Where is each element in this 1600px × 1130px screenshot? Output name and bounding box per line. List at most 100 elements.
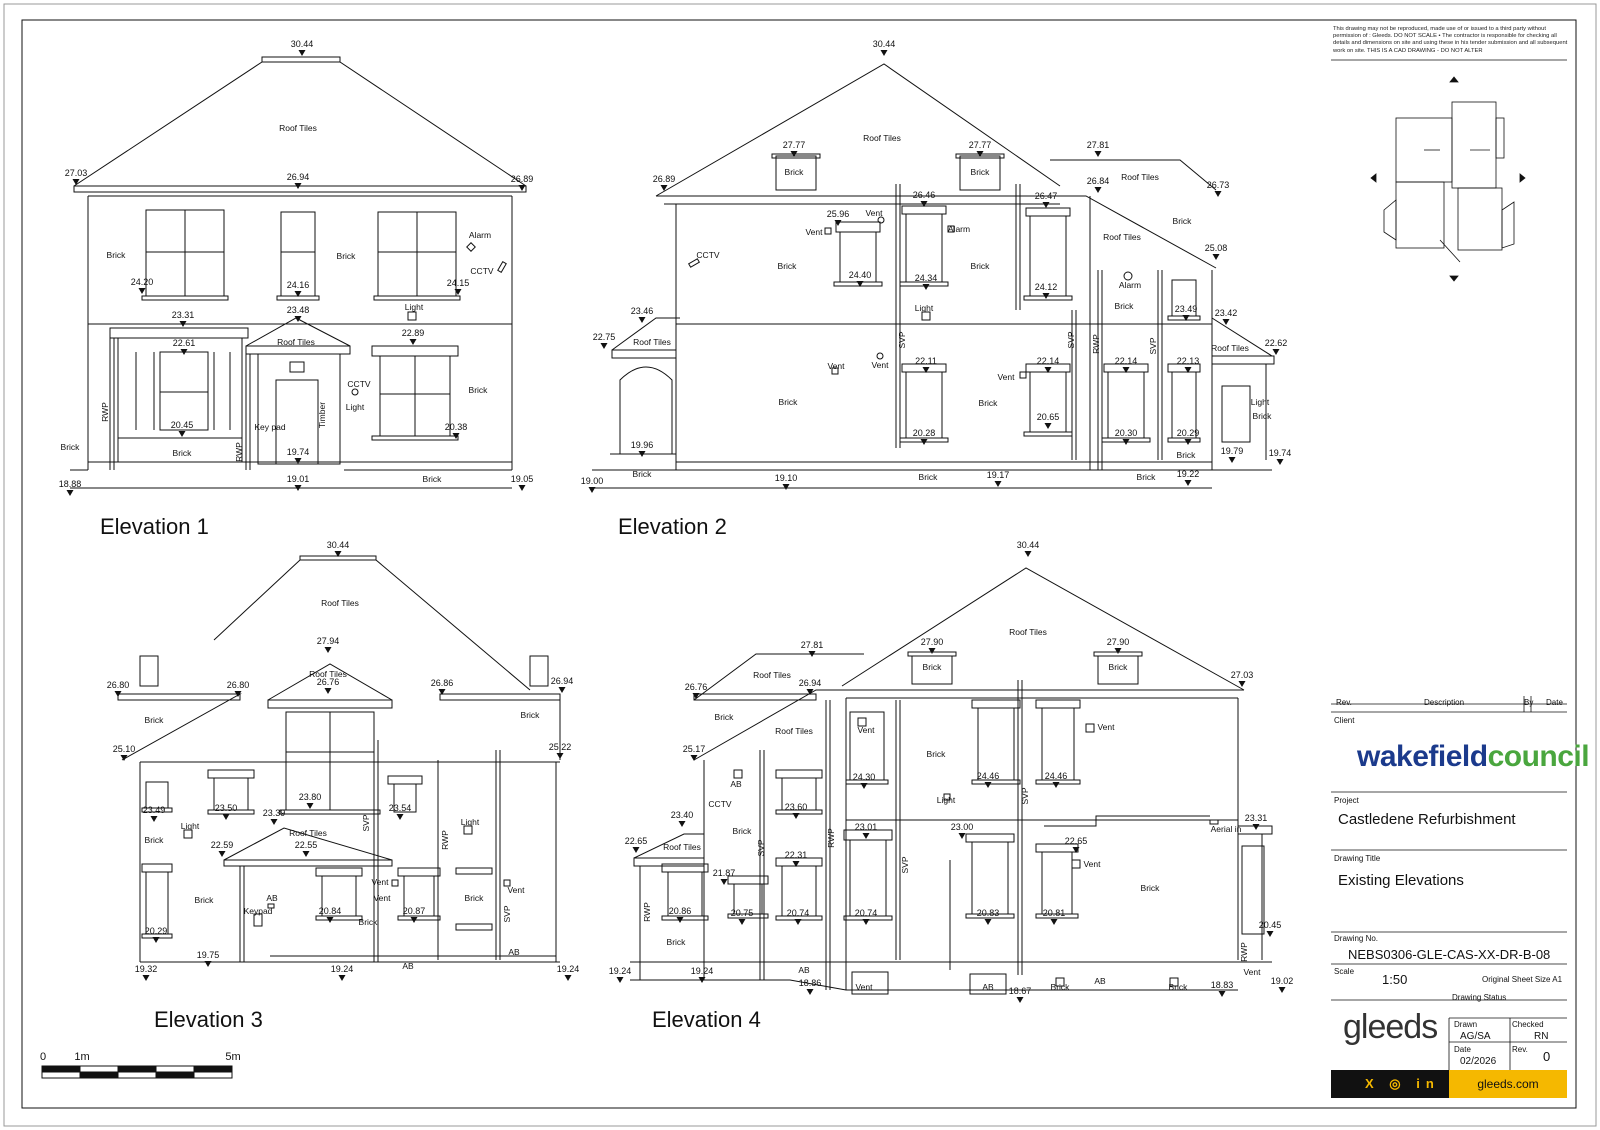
level-marker [326,917,334,923]
level-value: 18.67 [1009,986,1032,996]
material-label: RWP [642,902,652,922]
drawing-status-label: Drawing Status [1452,993,1507,1002]
material-label: Light [346,402,365,412]
material-label: Vent [1097,722,1115,732]
level-value: 25.17 [683,744,706,754]
level-value: 19.22 [1177,469,1200,479]
material-label: SVP [897,331,907,348]
level-value: 19.74 [1269,448,1292,458]
level-marker [1094,187,1102,193]
level-value: 20.84 [319,906,342,916]
material-label: Vent [857,725,875,735]
level-value: 27.94 [317,636,340,646]
level-marker [1050,919,1058,925]
material-label: CCTV [696,250,719,260]
level-value: 19.24 [557,964,580,974]
material-label: Brick [1051,982,1071,992]
level-marker [1272,349,1280,355]
level-marker [862,919,870,925]
level-marker [588,487,596,493]
social-icons[interactable]: X ◎ in [1365,1076,1440,1091]
level-marker [150,816,158,822]
material-label: AB [508,947,520,957]
material-label: SVP [900,856,910,873]
level-marker [922,367,930,373]
social-links-bar[interactable]: X ◎ in [1331,1070,1449,1098]
material-label: Aerial in [1211,824,1242,834]
scale-bar-tick-label: 1m [74,1051,89,1063]
material-label: SVP [1020,787,1030,804]
material-label: Brick [971,261,991,271]
material-label: Vent [805,227,823,237]
drawing-title-value: Existing Elevations [1338,872,1464,889]
level-value: 24.12 [1035,282,1058,292]
material-label: AB [266,893,278,903]
level-value: 19.17 [987,470,1010,480]
level-value: 26.84 [1087,176,1110,186]
level-marker [1266,931,1274,937]
level-marker [834,220,842,226]
material-label: Brick [423,474,443,484]
website-link[interactable]: gleeds.com [1477,1077,1539,1091]
level-value: 23.49 [1175,304,1198,314]
level-value: 20.74 [787,908,810,918]
material-label: Brick [667,937,687,947]
drawing-no-label: Drawing No. [1334,934,1379,943]
material-label: Brick [469,385,489,395]
material-label: Brick [979,398,999,408]
level-value: 22.14 [1115,356,1138,366]
level-value: 26.89 [653,174,676,184]
drawing-no-value: NEBS0306-GLE-CAS-XX-DR-B-08 [1348,947,1551,962]
level-marker [270,819,278,825]
level-value: 22.13 [1177,356,1200,366]
level-value: 22.65 [1065,836,1088,846]
level-marker [324,688,332,694]
level-marker [114,691,122,697]
level-value: 22.61 [173,338,196,348]
level-value: 26.89 [511,174,534,184]
level-marker [690,755,698,761]
level-value: 23.00 [951,822,974,832]
material-label: Roof Tiles [1103,232,1141,242]
material-label: Brick [1109,662,1129,672]
level-value: 26.73 [1207,180,1230,190]
level-value: 19.75 [197,950,220,960]
level-marker [334,551,342,557]
material-label: Brick [785,167,805,177]
level-value: 27.90 [1107,637,1130,647]
disclaimer-note: This drawing may not be reproduced, made… [1333,26,1568,54]
level-value: 23.31 [1245,813,1268,823]
level-value: 19.02 [1271,976,1294,986]
material-label: Vent [1243,967,1261,977]
material-label: Brick [919,472,939,482]
level-marker [984,919,992,925]
website-bar[interactable]: gleeds.com [1449,1070,1567,1098]
drawing-title-label: Drawing Title [1334,854,1381,863]
level-marker [880,50,888,56]
elevation-3-drawing [117,555,561,963]
level-marker [564,975,572,981]
material-label: SVP [756,839,766,856]
level-marker [792,813,800,819]
level-marker [324,647,332,653]
level-value: 20.30 [1115,428,1138,438]
material-label: Light [181,821,200,831]
level-marker [738,919,746,925]
level-value: 22.75 [593,332,616,342]
client-logo-part-1: wakefield [1357,740,1488,773]
level-marker [638,317,646,323]
gleeds-logo: gleeds [1343,1008,1438,1046]
level-marker [1278,987,1286,993]
material-label: Roof Tiles [775,726,813,736]
level-marker [678,821,686,827]
level-marker [920,201,928,207]
level-marker [1184,367,1192,373]
level-value: 22.89 [402,328,425,338]
material-label: Brick [107,250,127,260]
material-label: Brick [1141,883,1161,893]
level-value: 18.83 [1211,980,1234,990]
level-marker [1218,991,1226,997]
level-marker [862,833,870,839]
level-value: 26.47 [1035,191,1058,201]
level-value: 26.94 [287,172,310,182]
